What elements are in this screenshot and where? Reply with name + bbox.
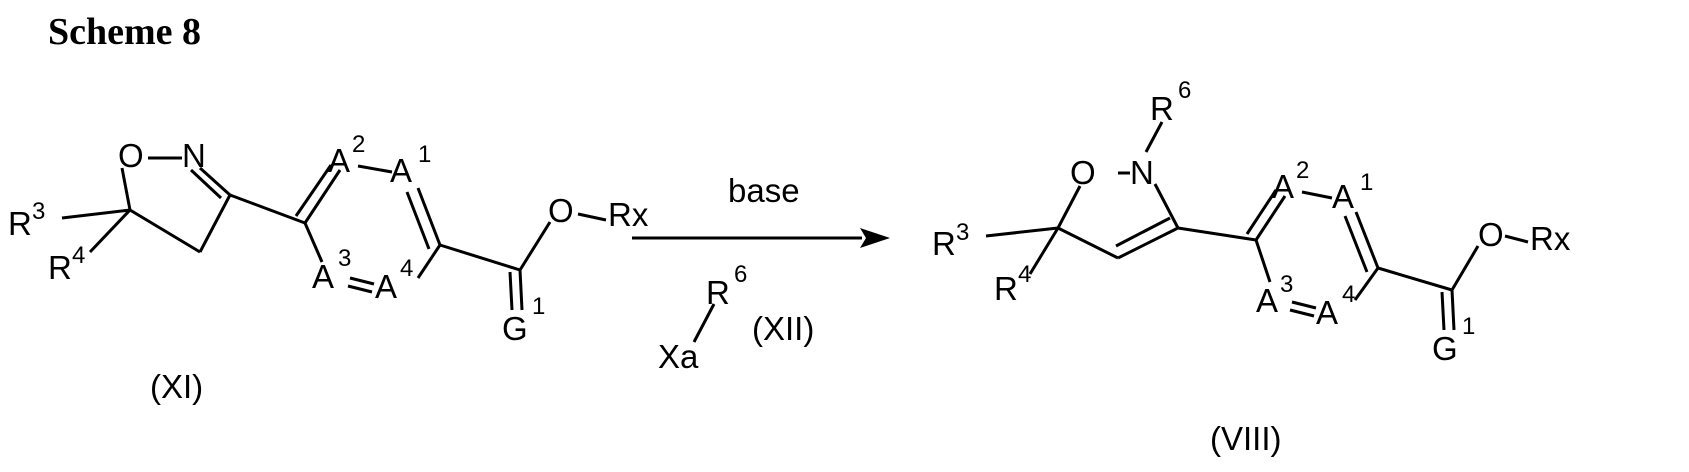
reactant-ring-nitrogen: N: [182, 137, 206, 174]
reactant-a4: A: [375, 268, 397, 305]
product-g1: G: [1432, 330, 1458, 367]
reactant-g1-superscript: 1: [532, 293, 545, 320]
xii-compound-label: (XII): [752, 310, 814, 347]
product-r3: R: [932, 225, 956, 262]
reactant-rx: Rx: [608, 196, 649, 233]
reaction-arrowhead: [860, 228, 890, 248]
arrow-reagent-base: base: [728, 172, 800, 209]
reactant-ester-oxygen: O: [548, 192, 574, 229]
reactant-r4: R: [48, 249, 72, 286]
product-a4: A: [1316, 294, 1338, 331]
product-r6: R: [1150, 90, 1174, 127]
reactant-g1: G: [502, 310, 528, 347]
product-r3-superscript: 3: [956, 219, 969, 246]
product-a3-superscript: 3: [1280, 271, 1293, 298]
xii-xa: Xa: [658, 338, 699, 375]
reactant-r3: R: [8, 205, 32, 242]
product-a1: A: [1332, 178, 1354, 215]
product-structure: R 6 O N R 3 R 4 A 2 A 1 A 3 A 4 O Rx G 1…: [932, 77, 1571, 457]
reactant-a3-superscript: 3: [338, 245, 351, 272]
reactant-a1: A: [390, 152, 412, 189]
reactant-compound-label: (XI): [150, 368, 203, 405]
product-r6-superscript: 6: [1178, 77, 1191, 104]
xii-r6: R: [706, 274, 730, 311]
reactant-a2: A: [328, 142, 350, 179]
reactant-ring-oxygen: O: [118, 137, 144, 174]
reactant-a2-superscript: 2: [352, 131, 365, 158]
product-r4: R: [994, 270, 1018, 307]
product-rx: Rx: [1530, 220, 1571, 257]
product-a3: A: [1256, 282, 1278, 319]
product-a1-superscript: 1: [1360, 169, 1373, 196]
reactant-a4-superscript: 4: [400, 255, 413, 282]
product-a2-superscript: 2: [1296, 157, 1309, 184]
reactant-structure: O N R 3 R 4 A 2 A 1 A 3 A 4 O Rx G 1 (XI…: [8, 131, 649, 405]
product-a4-superscript: 4: [1342, 281, 1355, 308]
xii-r6-superscript: 6: [734, 261, 747, 288]
reactant-r4-superscript: 4: [72, 242, 85, 269]
reaction-arrow-group: base R 6 Xa (XII): [632, 172, 890, 375]
reactant-r3-superscript: 3: [32, 198, 45, 225]
product-ring-oxygen: O: [1070, 154, 1096, 191]
reactant-a1-superscript: 1: [418, 141, 431, 168]
product-r4-superscript: 4: [1018, 261, 1031, 288]
reactant-a3: A: [312, 258, 334, 295]
product-ring-nitrogen: N: [1130, 154, 1154, 191]
product-a2: A: [1272, 168, 1294, 205]
product-g1-superscript: 1: [1462, 313, 1475, 340]
product-compound-label: (VIII): [1210, 420, 1282, 457]
product-ester-oxygen: O: [1478, 216, 1504, 253]
